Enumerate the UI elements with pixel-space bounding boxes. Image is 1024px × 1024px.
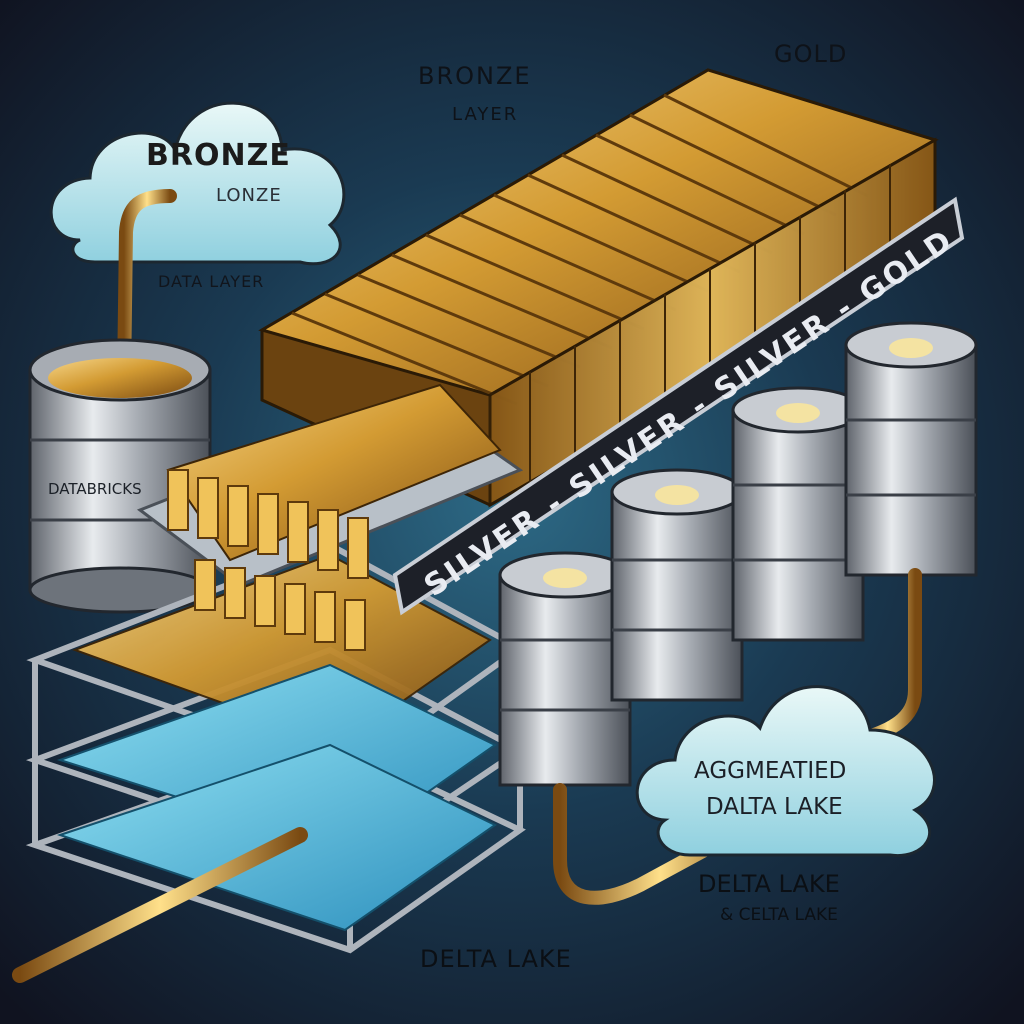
small-gold-bars: [136, 383, 524, 651]
silver-barrels: [498, 321, 978, 787]
bronze-layer-subtitle: LAYER: [452, 104, 519, 125]
delta-lake-bottom-label: DELTA LAKE: [420, 945, 572, 973]
aggregated-cloud: [635, 685, 936, 858]
databricks-label: DATABRICKS: [48, 480, 142, 498]
gold-label: GOLD: [774, 40, 848, 68]
bronze-layer-title: BRONZE: [418, 62, 532, 90]
delta-lake-label: DELTA LAKE: [698, 870, 840, 898]
aggregated-cloud-line2: DALTA LAKE: [706, 794, 843, 820]
aggregated-cloud-line1: AGGMEATIED: [694, 758, 847, 784]
silver-gold-banner: [392, 196, 965, 616]
bronze-cloud-title: BRONZE: [146, 138, 291, 173]
delta-lake-sublabel: & CELTA LAKE: [720, 905, 838, 925]
bronze-cloud-subtitle: LONZE: [216, 185, 282, 206]
data-layer-label: DATA LAYER: [158, 272, 265, 291]
